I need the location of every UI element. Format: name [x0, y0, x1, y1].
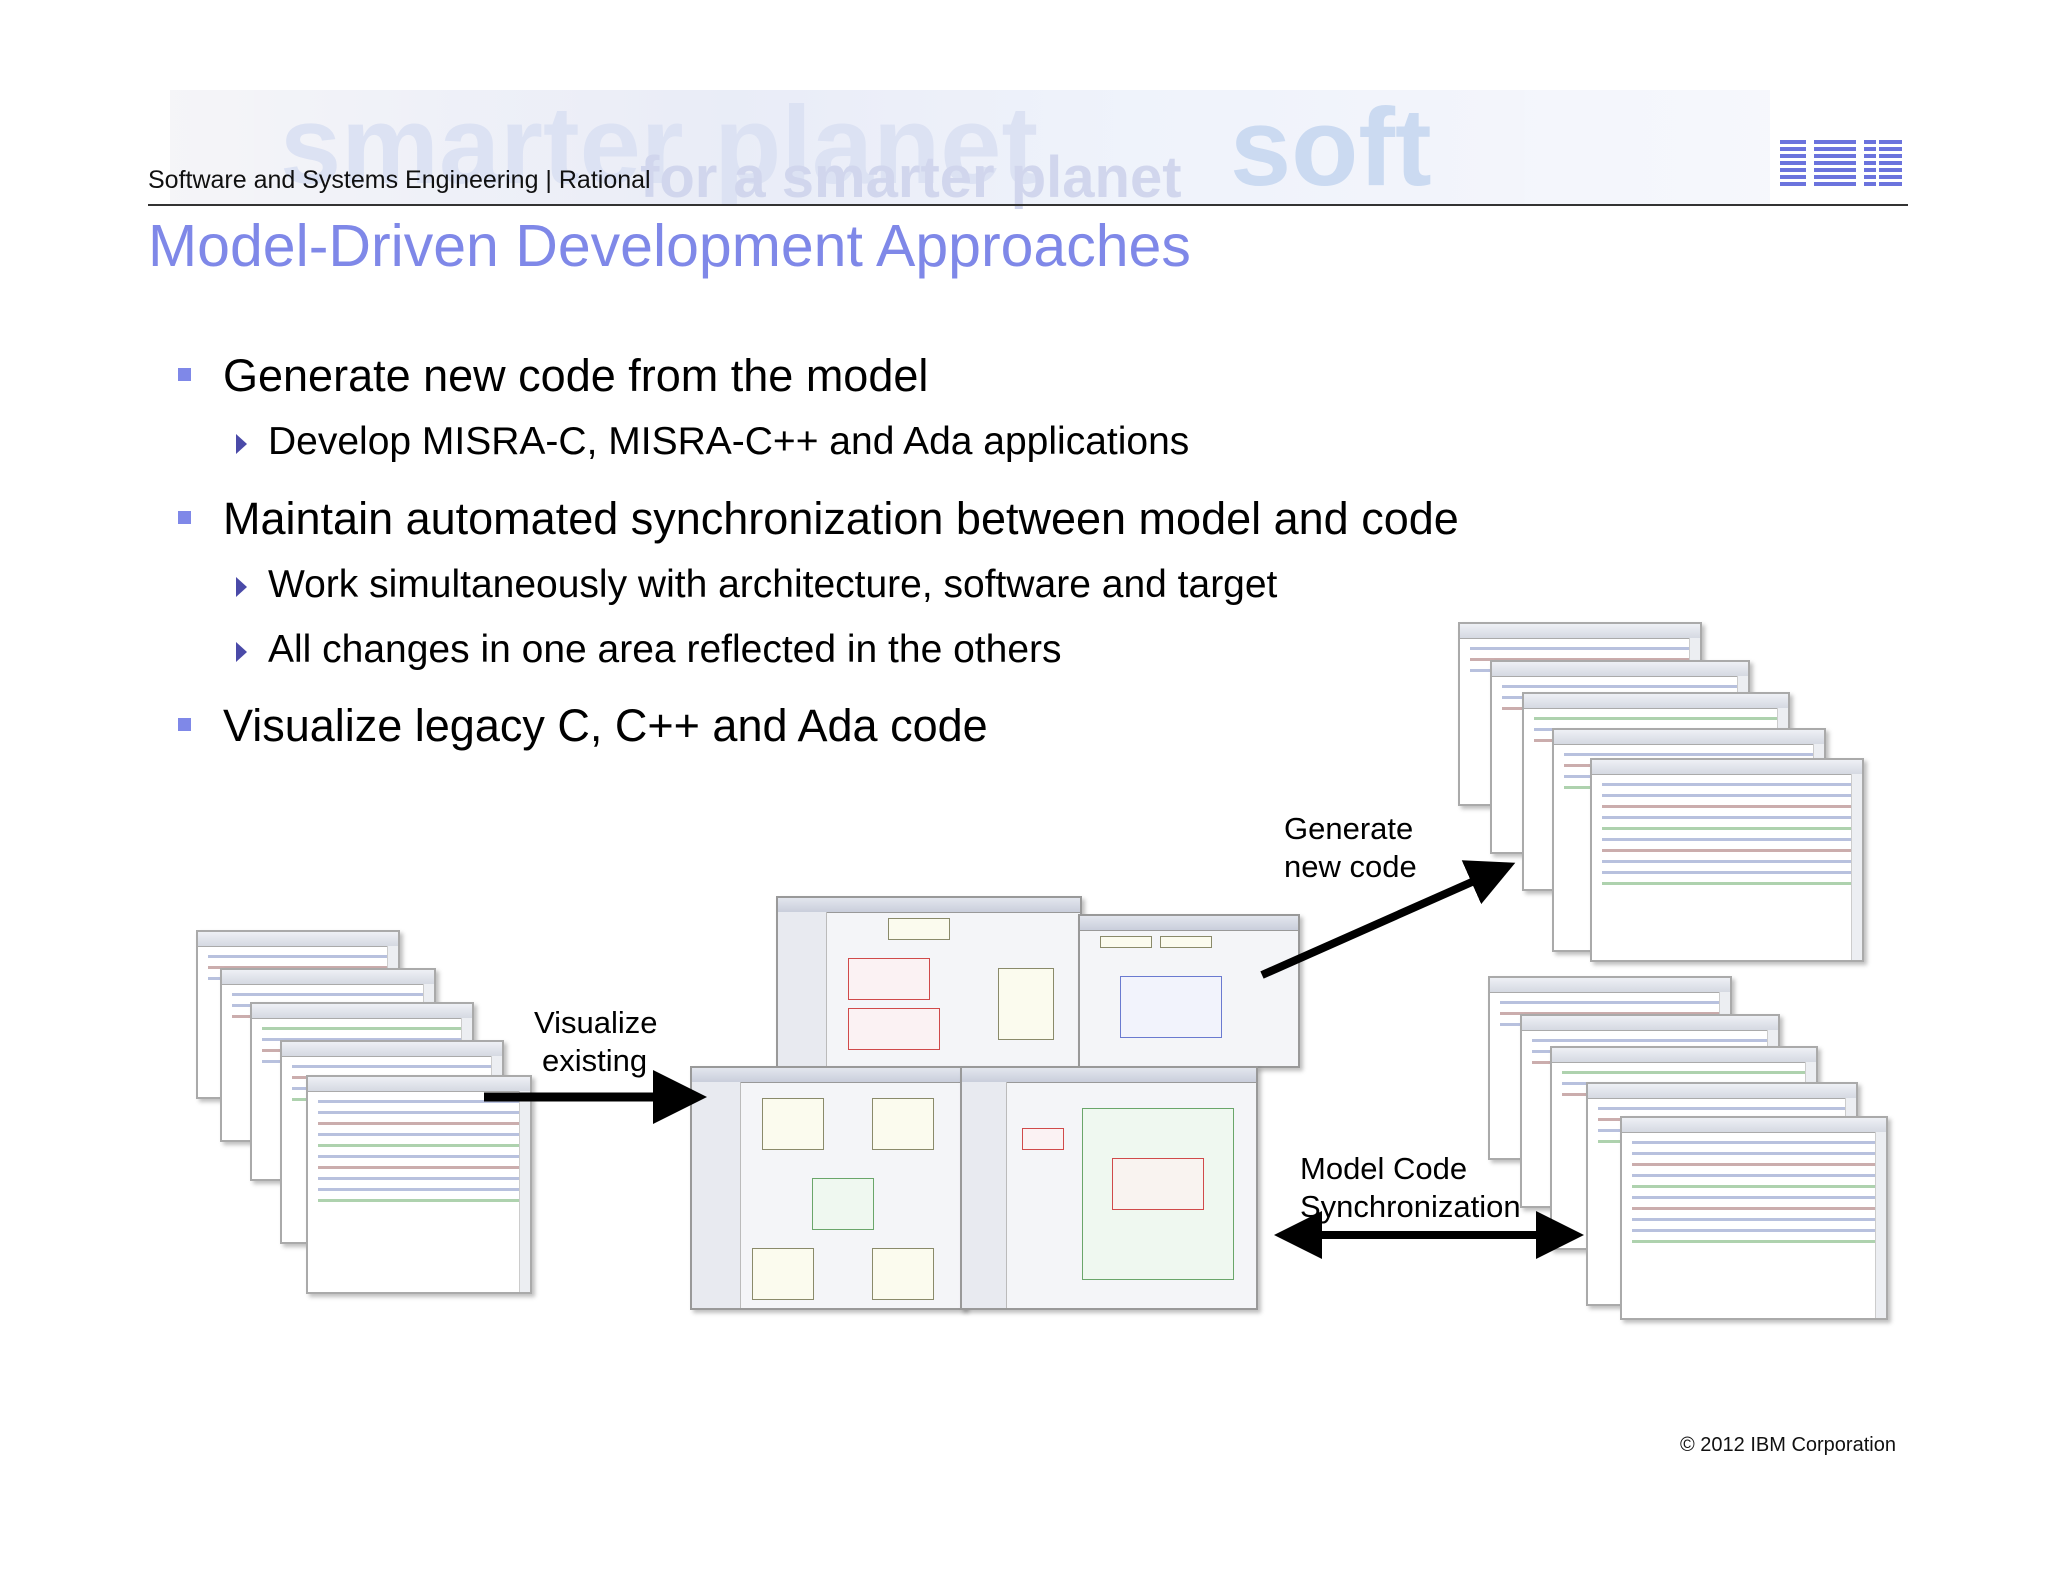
class-diagram-screenshot — [690, 1066, 966, 1310]
arrow-bullet-icon — [236, 642, 247, 662]
code-window-thumbnail — [1620, 1116, 1888, 1320]
header-section-text: Software and Systems Engineering | Ratio… — [148, 166, 651, 194]
statechart-diagram-screenshot — [960, 1066, 1258, 1310]
generate-label: Generate new code — [1284, 810, 1417, 886]
banner-word: for a smarter planet — [640, 145, 1182, 210]
bullet-square-icon — [178, 718, 191, 731]
header-banner-image: smarter planet for a smarter planet soft — [170, 84, 1770, 210]
copyright: © 2012 IBM Corporation — [1680, 1434, 1896, 1456]
generate-label-line-2: new code — [1284, 849, 1417, 884]
code-window-thumbnail — [306, 1075, 532, 1294]
banner-word: soft — [1230, 86, 1432, 209]
generate-arrow — [1260, 860, 1516, 979]
arrow-bullet-icon — [236, 434, 247, 454]
bullet-3-text: Visualize legacy C, C++ and Ada code — [223, 700, 988, 751]
sub-bullet-1-1-text: Develop MISRA-C, MISRA-C++ and Ada appli… — [268, 420, 1190, 463]
slide-title: Model-Driven Development Approaches — [148, 213, 1191, 279]
sync-label: Model Code Synchronization — [1300, 1150, 1521, 1226]
code-window-thumbnail — [1590, 758, 1864, 962]
bullet-2-text: Maintain automated synchronization betwe… — [223, 493, 1459, 544]
model-diagram-screenshot — [776, 896, 1082, 1068]
header-rule — [148, 204, 1908, 206]
bullet-square-icon — [178, 368, 191, 381]
sub-bullet-2-1-text: Work simultaneously with architecture, s… — [268, 563, 1278, 606]
generate-label-line-1: Generate — [1284, 811, 1414, 846]
visualize-label-line-1: Visualize — [534, 1005, 658, 1040]
sub-bullet-2-2-text: All changes in one area reflected in the… — [268, 628, 1062, 671]
sequence-diagram-screenshot — [1078, 914, 1300, 1068]
visualize-label: Visualize existing — [534, 1004, 658, 1080]
sync-label-line-1: Model Code — [1300, 1151, 1468, 1186]
arrow-bullet-icon — [236, 577, 247, 597]
bullet-square-icon — [178, 511, 191, 524]
banner-word: smarter planet — [280, 84, 1039, 207]
visualize-label-line-2: existing — [542, 1043, 648, 1078]
sync-label-line-2: Synchronization — [1300, 1189, 1521, 1224]
bullet-1-text: Generate new code from the model — [223, 350, 929, 401]
ibm-logo — [1780, 140, 1902, 186]
